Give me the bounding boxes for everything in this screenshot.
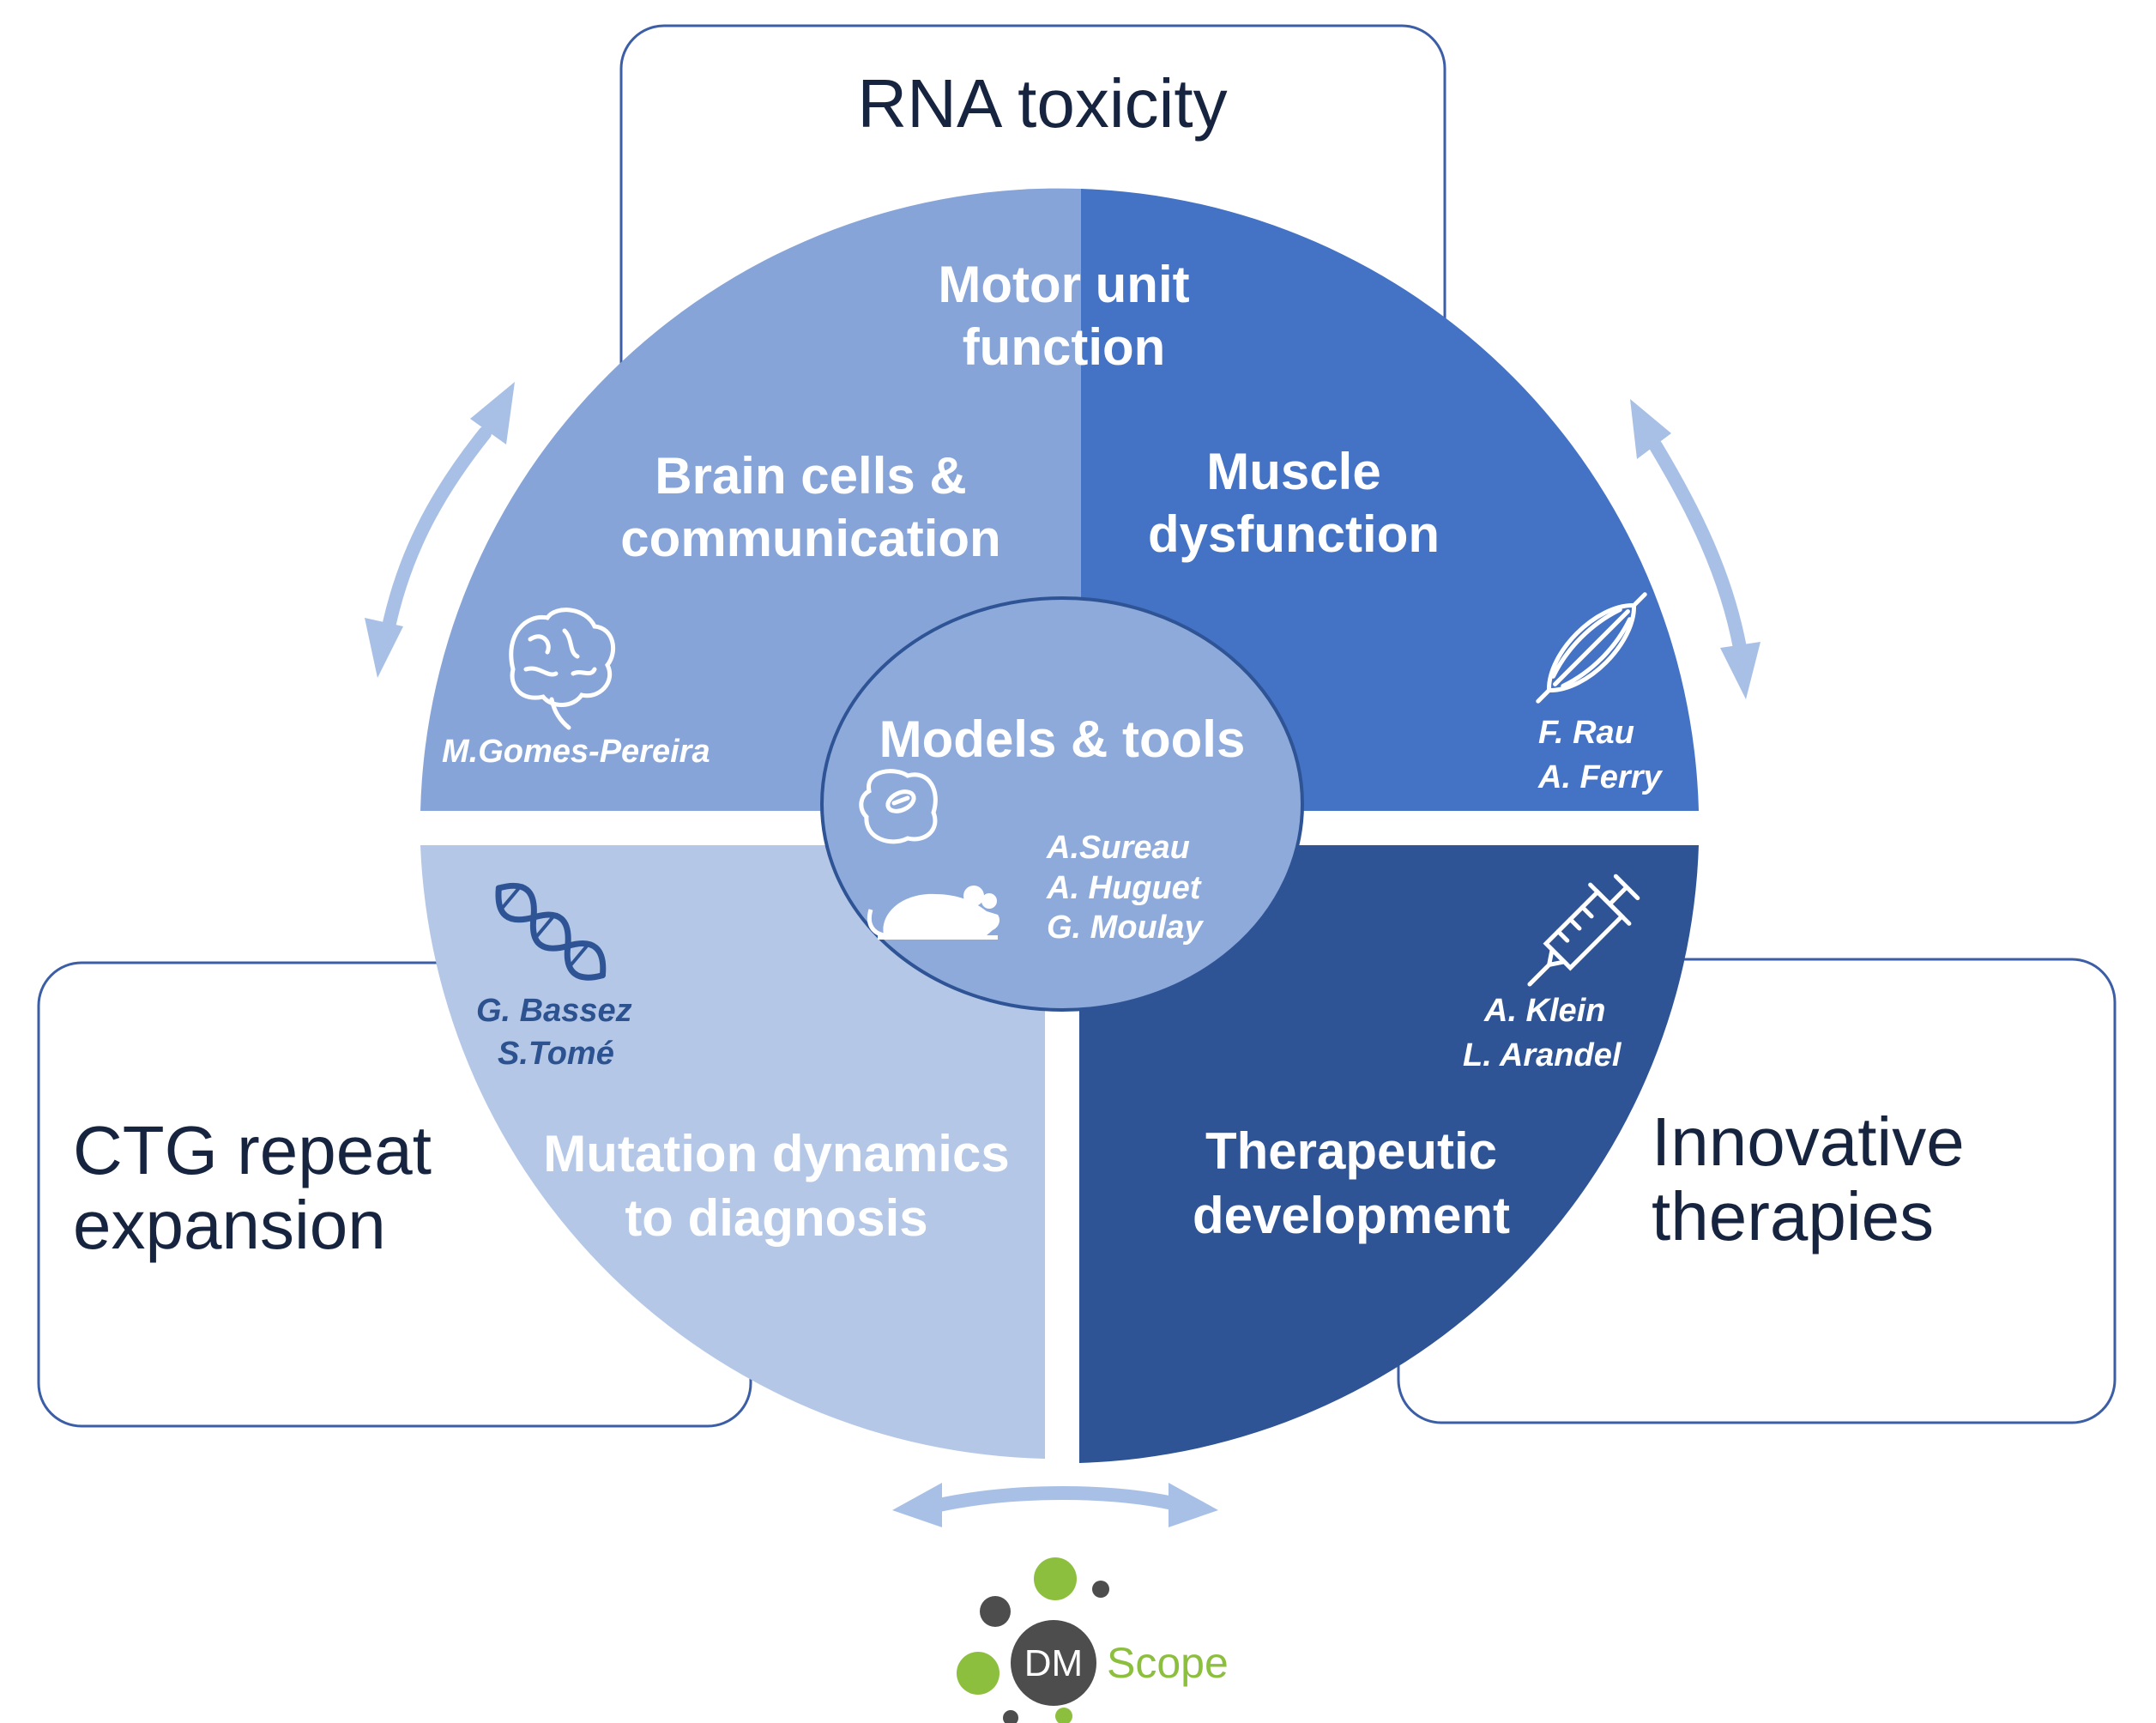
- logo-scope-text: Scope: [1107, 1639, 1229, 1687]
- ctg-repeat-title: CTG repeat: [73, 1112, 432, 1188]
- logo-dot-grey-left: [980, 1596, 1011, 1627]
- therapeutic-author-1: A. Klein: [1483, 993, 1605, 1029]
- therapeutic-development-title-line2: development: [1193, 1187, 1510, 1244]
- dna-icon: [495, 882, 607, 981]
- brain-cells-title-line2: communication: [620, 510, 1000, 567]
- logo-dot-green-bottom: [1055, 1708, 1072, 1723]
- logo-main-circle: [1011, 1620, 1096, 1706]
- mouse-icon: [867, 886, 999, 940]
- mutation-dynamics-title-line2: to diagnosis: [625, 1189, 927, 1247]
- muscle-dysfunction-title: Muscle: [1206, 443, 1380, 500]
- bottom-arrow-head-right: [1169, 1483, 1218, 1527]
- therapeutic-author-2: L. Arandel: [1463, 1037, 1622, 1073]
- logo-dot-grey-bottom: [1003, 1710, 1018, 1723]
- mutation-dynamics-title: Mutation dynamics: [543, 1125, 1009, 1182]
- right-cycle-arrow: [1649, 439, 1747, 655]
- left-cycle-arrow: [381, 426, 492, 638]
- center-author-1: A.Sureau: [1046, 830, 1190, 866]
- brain-cells-title: Brain cells &: [655, 447, 967, 505]
- syringe-icon: [1527, 874, 1640, 987]
- muscle-author-2: A. Ferry: [1537, 759, 1663, 795]
- bottom-arrow-head-left: [892, 1483, 942, 1527]
- center-author-2: A. Huguet: [1046, 870, 1202, 906]
- left-arrow-head-top: [470, 382, 515, 444]
- center-author-3: G. Moulay: [1047, 910, 1204, 946]
- innovative-therapies-title-line2: therapies: [1652, 1178, 1934, 1254]
- models-tools-title: Models & tools: [879, 710, 1246, 768]
- brain-author: M.Gomes-Pereira: [442, 734, 710, 770]
- left-arrow-head-bottom: [365, 618, 403, 678]
- therapeutic-development-title: Therapeutic: [1205, 1122, 1497, 1180]
- logo-dot-green-top: [1034, 1557, 1077, 1600]
- mutation-sector: [420, 845, 1045, 1459]
- rna-toxicity-title: RNA toxicity: [857, 65, 1227, 142]
- logo-dm-text: DM: [1024, 1642, 1083, 1684]
- mutation-author-1: G. Bassez: [476, 993, 632, 1029]
- therapeutic-sector: [1079, 845, 1699, 1463]
- dm-scope-logo: DM Scope: [957, 1557, 1229, 1723]
- logo-dot-grey-small: [1092, 1581, 1109, 1598]
- ctg-repeat-title-line2: expansion: [73, 1187, 386, 1263]
- cell-icon: [859, 769, 938, 844]
- bottom-cycle-arrow: [928, 1486, 1191, 1513]
- muscle-sector: [1081, 189, 1699, 811]
- muscle-author-1: F. Rau: [1538, 715, 1634, 751]
- motor-unit-title-line2: function: [963, 318, 1166, 376]
- innovative-therapies-title: Innovative: [1652, 1103, 1965, 1180]
- muscle-dysfunction-title-line2: dysfunction: [1148, 505, 1440, 563]
- mutation-author-2: S.Tomé: [498, 1036, 614, 1072]
- right-arrow-head-top: [1630, 399, 1671, 459]
- brain-icon: [509, 608, 616, 730]
- motor-unit-title: Motor unit: [938, 256, 1189, 313]
- muscle-icon: [1536, 592, 1647, 704]
- logo-dot-green-left: [957, 1652, 999, 1695]
- right-arrow-head-bottom: [1720, 642, 1760, 699]
